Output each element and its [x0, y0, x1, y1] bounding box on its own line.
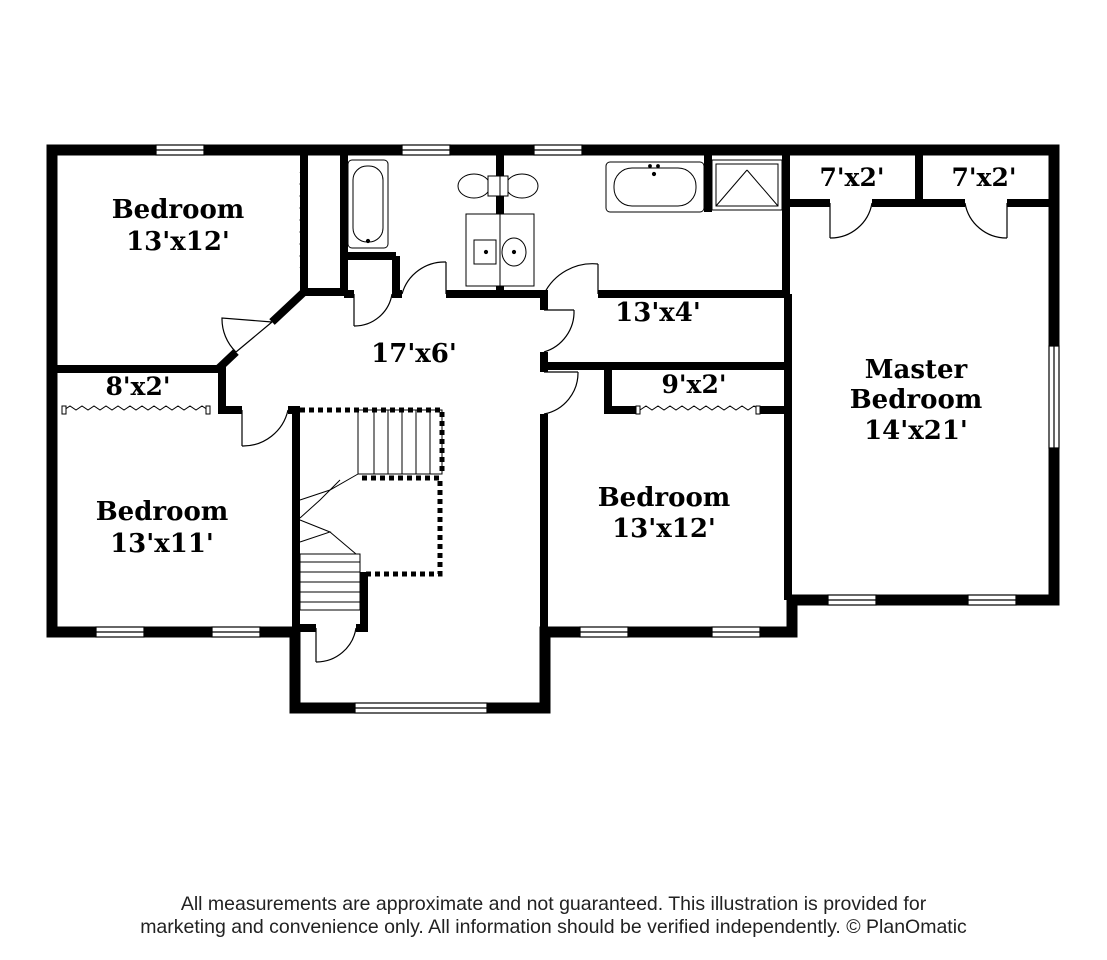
disclaimer: All measurements are approximate and not…	[0, 893, 1107, 939]
disclaimer-line2: marketing and convenience only. All info…	[140, 916, 967, 938]
hall-east-size: 13'x4'	[615, 298, 701, 328]
stair-railing	[300, 407, 445, 577]
master-size: 14'x21'	[864, 416, 968, 446]
closet-ne1-size: 7'x2'	[819, 163, 884, 192]
master-label-line1: Master	[865, 355, 968, 385]
staircase	[299, 409, 443, 611]
bedroom-se-size: 13'x12'	[612, 514, 716, 544]
disclaimer-line1: All measurements are approximate and not…	[180, 893, 927, 915]
interior-walls	[52, 155, 1054, 632]
master-label-line2: Bedroom	[850, 385, 983, 415]
bedroom-nw-size: 13'x12'	[126, 227, 230, 257]
closet-w-size: 8'x2'	[105, 372, 170, 401]
bedroom-sw-size: 13'x11'	[110, 529, 214, 559]
doors	[221, 202, 1008, 663]
bedroom-nw-name: Bedroom	[112, 195, 245, 225]
bedroom-sw-name: Bedroom	[96, 497, 229, 527]
closet-ne2-size: 7'x2'	[951, 163, 1016, 192]
bedroom-se-name: Bedroom	[598, 483, 731, 513]
bath-fixtures	[347, 159, 783, 287]
windows	[95, 144, 1060, 714]
hall-size: 17'x6'	[371, 339, 457, 369]
floor-plan: Bedroom 13'x12' 8'x2' Bedroom 13'x11' 17…	[46, 144, 1060, 714]
bifold-doors	[61, 171, 761, 415]
room-labels: Bedroom 13'x12' 8'x2' Bedroom 13'x11' 17…	[96, 163, 1017, 559]
closet-c-size: 9'x2'	[661, 370, 726, 399]
